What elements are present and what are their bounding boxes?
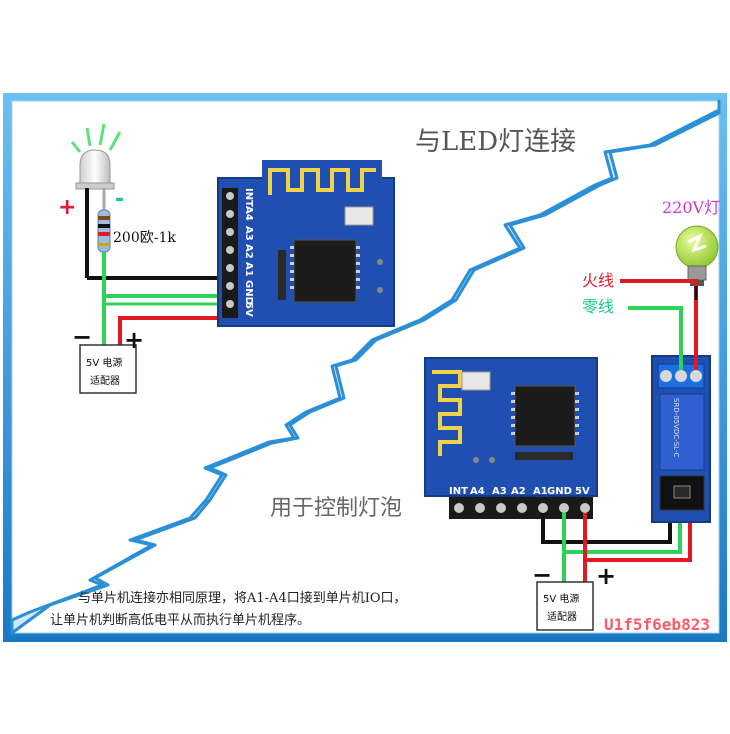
- pin-bottom-int: INT: [449, 486, 468, 497]
- wifi-module-top: [217, 160, 395, 327]
- pin-bottom-a3: A3: [492, 486, 507, 497]
- resistor-label: 200欧-1k: [113, 230, 176, 246]
- pin-bottom-a4: A4: [470, 486, 485, 497]
- title-bottom: 用于控制灯泡: [270, 496, 402, 521]
- note-line-1: 与单片机连接亦相同原理，将A1-A4口接到单片机IO口，: [78, 590, 407, 606]
- pin-top-a3: A3: [243, 226, 254, 241]
- divider-zigzag: [10, 99, 721, 635]
- psu-top-line1: 5V 电源: [86, 356, 122, 369]
- resistor: [97, 209, 111, 253]
- pin-top-int: INT: [243, 188, 254, 207]
- pin-labels-top: INT A4 A3 A2 A1 GND 5V: [243, 188, 254, 317]
- psu-bottom-plus: +: [596, 562, 616, 590]
- led-minus-sign: -: [115, 187, 124, 212]
- psu-top-minus: −: [72, 323, 92, 351]
- pin-bottom-a2: A2: [511, 486, 526, 497]
- psu-top-plus: +: [124, 326, 144, 354]
- psu-top: 5V 电源 适配器: [79, 344, 137, 394]
- pin-top-a2: A2: [243, 244, 254, 259]
- psu-bottom: 5V 电源 适配器: [536, 581, 594, 631]
- psu-bottom-minus: −: [532, 561, 552, 589]
- psu-top-line2: 适配器: [90, 375, 120, 387]
- note-line-2: 让单片机判断高低电平从而执行单片机程序。: [50, 612, 310, 628]
- relay-label: SRD-05VDC-SL-C: [672, 398, 680, 457]
- pin-top-a4: A4: [243, 206, 254, 221]
- neutral-wire-label: 零线: [582, 297, 614, 316]
- title-top: 与LED灯连接: [415, 127, 576, 157]
- relay-module: SRD-05VDC-SL-C: [651, 355, 711, 523]
- pin-bottom-5v: 5V: [575, 486, 590, 497]
- live-wire-label: 火线: [582, 271, 614, 290]
- led: [70, 123, 122, 190]
- lamp-bulb: [675, 225, 719, 286]
- wifi-module-bottom: [424, 357, 598, 497]
- pin-header-bottom: [449, 497, 593, 519]
- psu-bottom-line2: 适配器: [547, 611, 577, 623]
- watermark: U1f5f6eb823: [604, 615, 710, 634]
- pin-bottom-gnd: GND: [547, 486, 572, 497]
- pin-top-5v: 5V: [243, 302, 254, 317]
- pin-top-a1: A1: [243, 262, 254, 277]
- pin-top-gnd: GND: [243, 280, 254, 305]
- pin-header-top: [222, 188, 238, 318]
- led-plus-sign: +: [58, 195, 76, 220]
- pin-bottom-a1: A1: [533, 486, 548, 497]
- psu-bottom-line1: 5V 电源: [543, 592, 579, 605]
- lamp-label: 220V灯: [662, 198, 720, 217]
